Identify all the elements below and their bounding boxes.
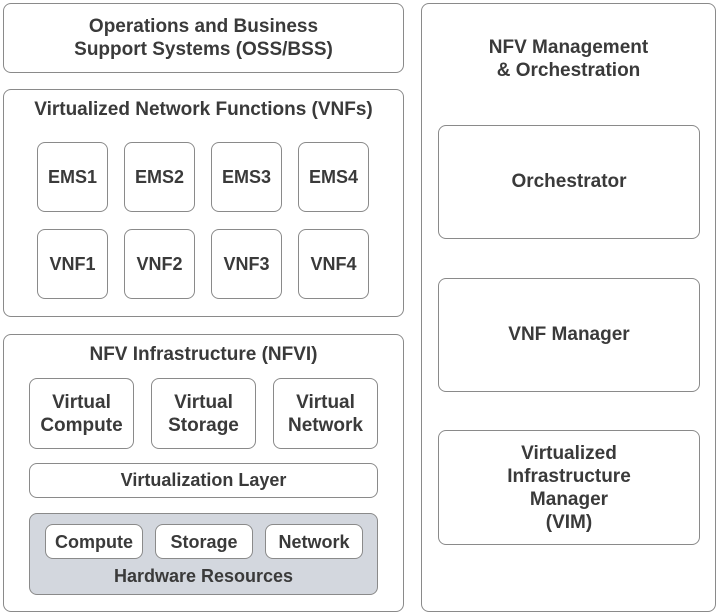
oss-bss-box: Operations and Business Support Systems … [3, 3, 404, 73]
orchestrator-box: Orchestrator [438, 125, 700, 239]
virtual-storage-box: Virtual Storage [151, 378, 256, 449]
ems2-box: EMS2 [124, 142, 195, 212]
ems4-box: EMS4 [298, 142, 369, 212]
virtualization-layer-box: Virtualization Layer [29, 463, 378, 498]
vnfs-box: Virtualized Network Functions (VNFs) EMS… [3, 89, 404, 317]
hardware-resources-box: Compute Storage Network Hardware Resourc… [29, 513, 378, 595]
hardware-resources-title: Hardware Resources [113, 566, 294, 586]
vnf2-box: VNF2 [124, 229, 195, 299]
virtual-network-box: Virtual Network [273, 378, 378, 449]
ems3-box: EMS3 [211, 142, 282, 212]
nfvi-box: NFV Infrastructure (NFVI) Virtual Comput… [3, 334, 404, 612]
virtual-compute-box: Virtual Compute [29, 378, 134, 449]
hw-compute-box: Compute [45, 524, 143, 559]
ems1-box: EMS1 [37, 142, 108, 212]
vim-box: Virtualized Infrastructure Manager (VIM) [438, 430, 700, 545]
hw-storage-box: Storage [155, 524, 253, 559]
vnf1-box: VNF1 [37, 229, 108, 299]
mano-title: NFV Management & Orchestration [488, 37, 649, 81]
vnf-manager-box: VNF Manager [438, 278, 700, 392]
vnf3-box: VNF3 [211, 229, 282, 299]
mano-box: NFV Management & Orchestration Orchestra… [421, 3, 716, 612]
hw-network-box: Network [265, 524, 363, 559]
vnf4-box: VNF4 [298, 229, 369, 299]
vnfs-title: Virtualized Network Functions (VNFs) [34, 99, 373, 120]
oss-bss-title: Operations and Business Support Systems … [74, 16, 333, 60]
nfvi-title: NFV Infrastructure (NFVI) [89, 344, 318, 365]
